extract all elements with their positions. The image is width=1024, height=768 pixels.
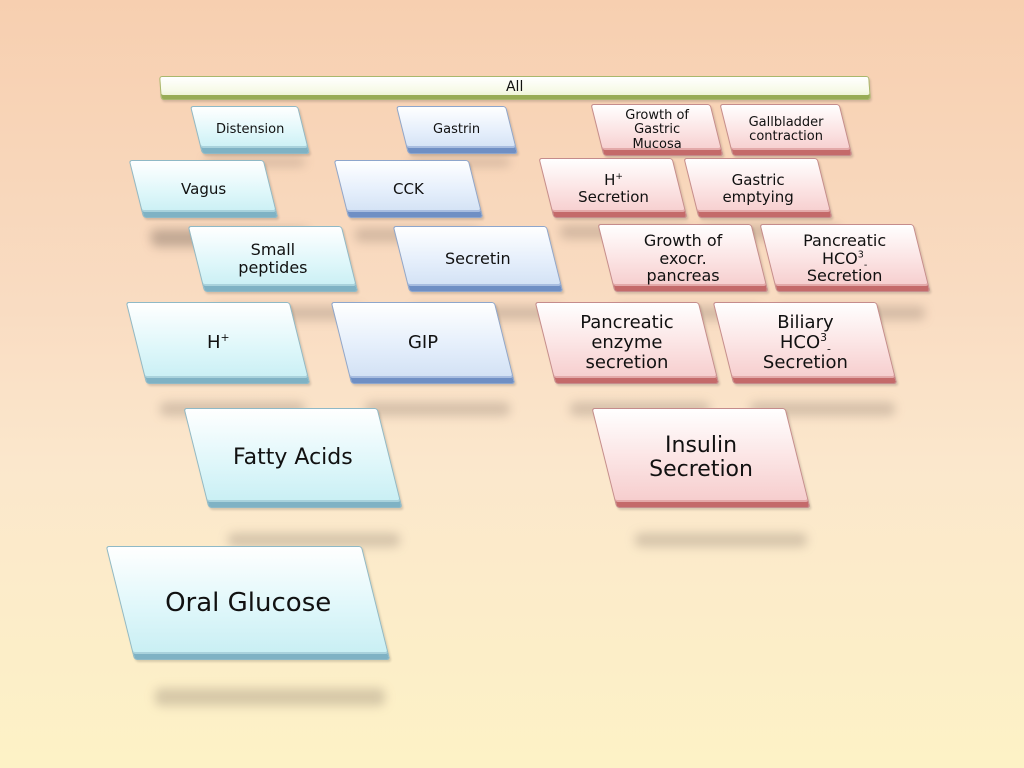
pancreatic-hco3-line3: Secretion [807,265,883,285]
h-plus-box: H+ [125,302,311,384]
biliary-hco3-label: Biliary HCO3- Secretion [762,312,848,373]
small-peptides-box: Small peptides [187,226,359,292]
box-shadow [155,688,385,706]
h-secretion-box: H+ Secretion [538,158,688,218]
growth-gastric-mucosa-label: Growth of Gastric Mucosa [625,107,689,152]
insulin-secretion-label: Insulin Secretion [649,432,753,482]
vagus-box: Vagus [128,160,279,218]
all-label: All [506,79,524,96]
pancreatic-hco3-box: Pancreatic HCO3- Secretion [759,224,931,292]
growth-exocr-pancreas-box: Growth of exocr. pancreas [597,224,769,292]
pancreatic-enzyme-secretion-label: Pancreatic enzyme secretion [580,312,674,373]
h-plus-base: H [206,332,221,354]
distension-label: Distension [215,121,285,137]
biliary-hco3-base: HCO [779,332,820,354]
box-shadow [228,533,400,547]
gallbladder-contraction-box: Gallbladder contraction [719,104,853,156]
gastric-emptying-box: Gastric emptying [683,158,833,218]
h-secretion-label: H+ Secretion [577,170,649,206]
h-plus-sup: + [220,331,230,345]
biliary-hco3-sup: 3 [819,331,827,345]
secretin-box: Secretin [392,226,564,292]
secretin-label: Secretin [445,249,511,269]
cck-box: CCK [333,160,484,218]
gastrin-box: Gastrin [396,106,518,154]
fatty-acids-box: Fatty Acids [183,408,403,508]
pancreatic-hco3-sup: 3 [858,248,865,260]
pancreatic-enzyme-secretion-box: Pancreatic enzyme secretion [534,302,720,384]
growth-exocr-pancreas-label: Growth of exocr. pancreas [643,230,723,285]
h-secretion-rest: Secretion [577,187,649,205]
all-bar: All [159,76,871,100]
vagus-label: Vagus [180,179,227,198]
pancreatic-hco3-base: HCO [822,248,859,268]
fatty-acids-label: Fatty Acids [233,444,353,470]
box-shadow [365,402,510,416]
growth-gastric-mucosa-box: Growth of Gastric Mucosa [590,104,724,156]
pancreatic-hco3-label: Pancreatic HCO3- Secretion [803,230,887,285]
pancreatic-hco3-line1: Pancreatic [803,230,887,250]
cck-label: CCK [393,179,424,198]
box-shadow [635,533,807,547]
h-plus-label: H+ [206,331,230,354]
h-secretion-sup: + [614,171,623,182]
small-peptides-label: Small peptides [238,240,308,277]
gip-label: GIP [407,332,439,354]
gallbladder-contraction-label: Gallbladder contraction [748,114,824,144]
insulin-secretion-box: Insulin Secretion [591,408,811,508]
distension-box: Distension [190,106,310,154]
gastric-emptying-label: Gastric emptying [722,170,794,206]
biliary-hco3-box: Biliary HCO3- Secretion [712,302,898,384]
gip-box: GIP [330,302,516,384]
oral-glucose-label: Oral Glucose [164,587,332,618]
h-secretion-base: H [603,170,615,189]
gastrin-label: Gastrin [433,121,481,137]
oral-glucose-box: Oral Glucose [105,546,391,660]
biliary-hco3-line3: Secretion [762,351,848,373]
